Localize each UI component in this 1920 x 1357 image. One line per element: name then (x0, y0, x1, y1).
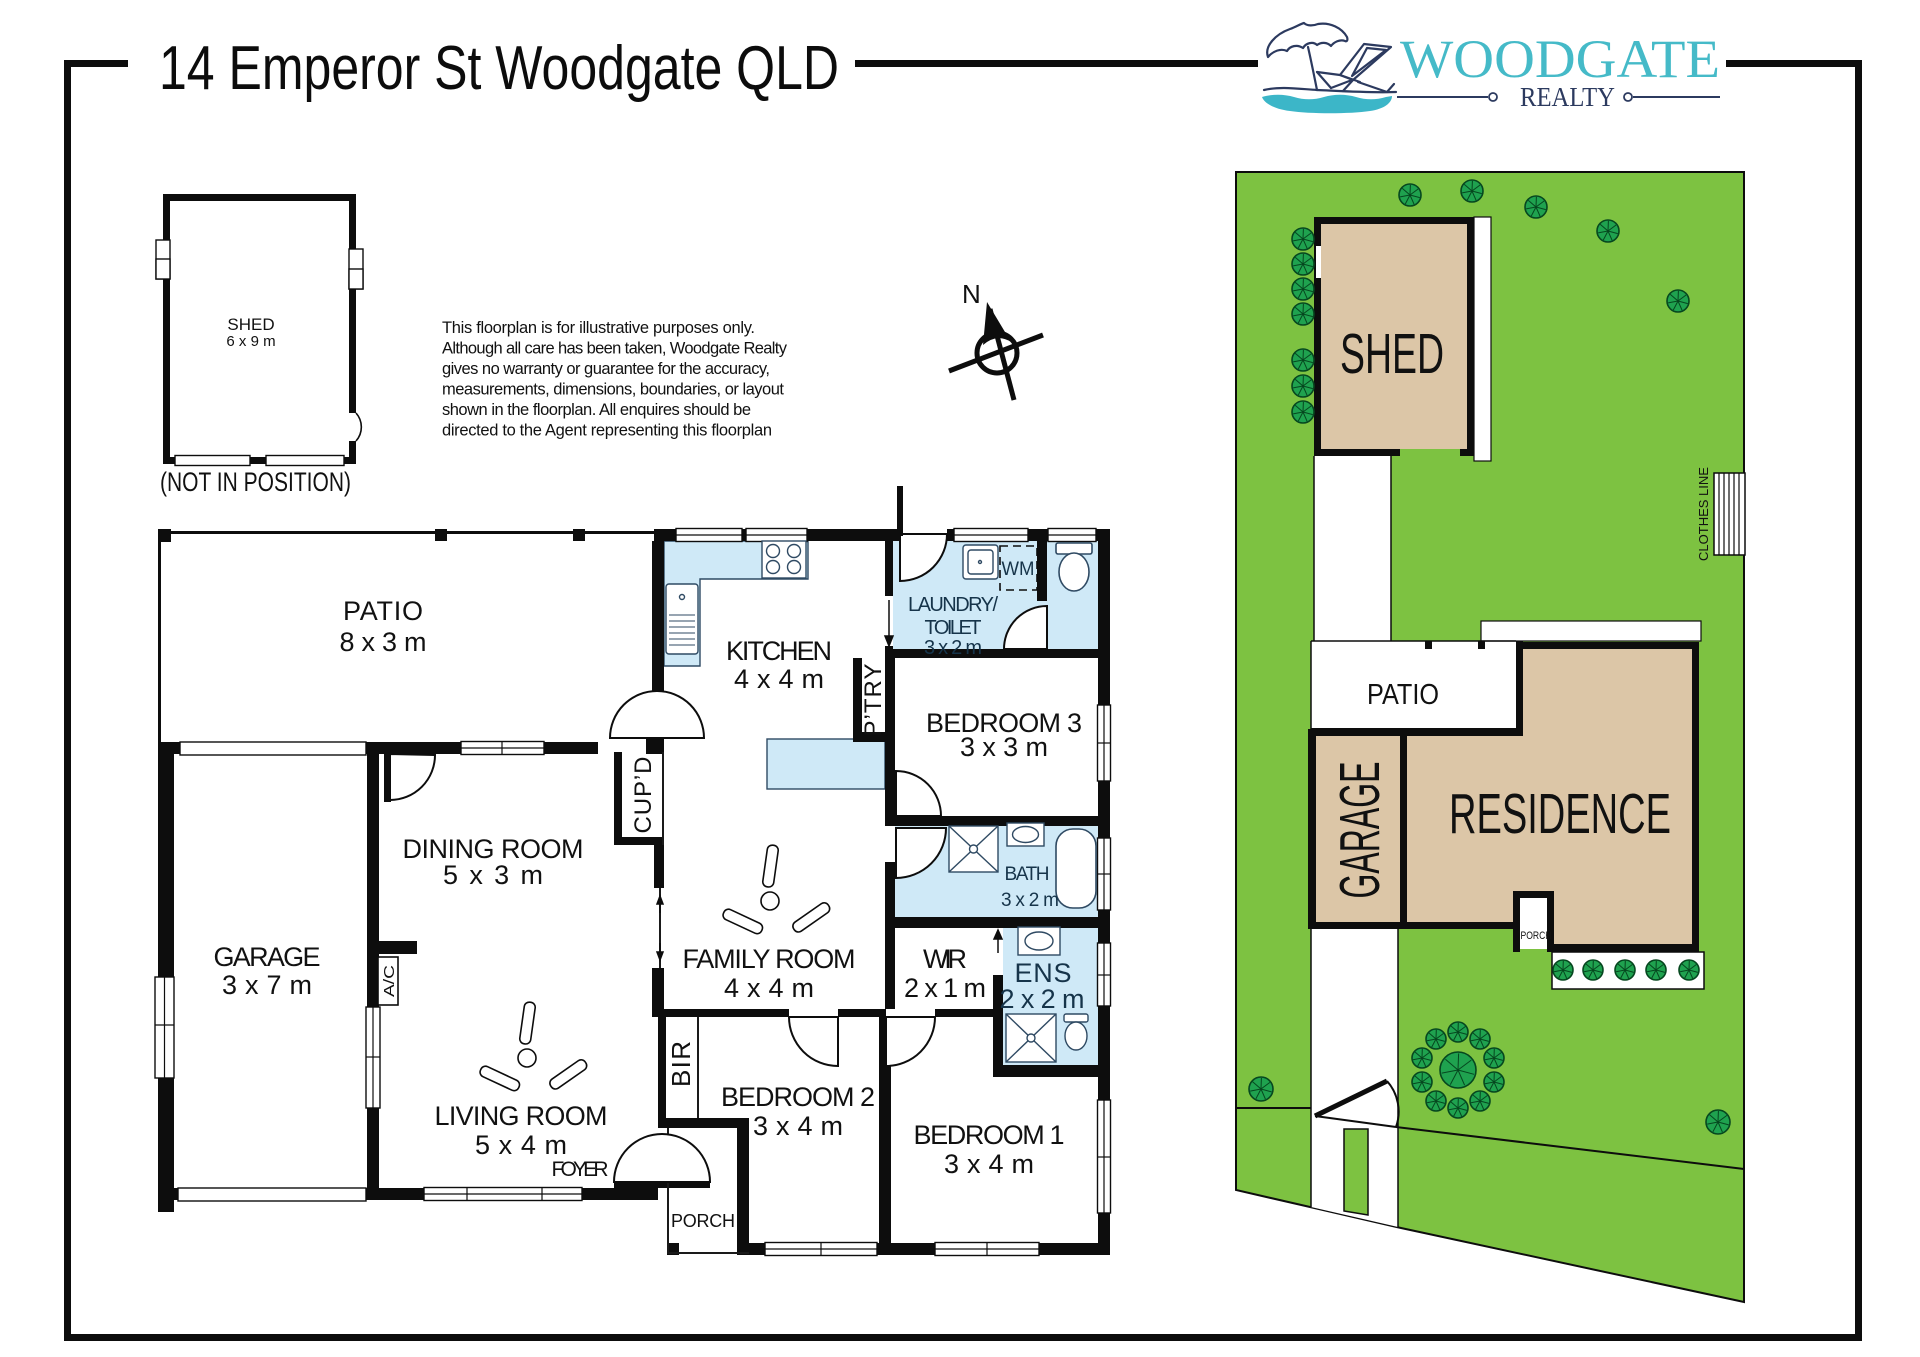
svg-text:A/C: A/C (381, 965, 398, 997)
svg-text:Although all care has been tak: Although all care has been taken, Woodga… (442, 340, 788, 358)
svg-text:6 x 9 m: 6 x 9 m (226, 333, 275, 350)
svg-text:DINING ROOM: DINING ROOM (403, 834, 584, 864)
svg-text:SHED: SHED (1340, 322, 1444, 386)
svg-text:TOILET: TOILET (925, 617, 982, 639)
svg-text:(NOT IN POSITION): (NOT IN POSITION) (160, 467, 351, 497)
svg-text:KITCHEN: KITCHEN (726, 636, 832, 666)
svg-text:WM: WM (1002, 559, 1035, 580)
svg-text:PORCH: PORCH (1521, 930, 1552, 942)
svg-text:BEDROOM 2: BEDROOM 2 (721, 1082, 875, 1112)
svg-text:GARAGE: GARAGE (214, 942, 321, 972)
svg-text:3 x 4 m: 3 x 4 m (944, 1149, 1034, 1179)
svg-text:LIVING ROOM: LIVING ROOM (435, 1101, 608, 1131)
svg-text:WOODGATE: WOODGATE (1400, 29, 1720, 89)
svg-text:3 x 2 m: 3 x 2 m (1001, 890, 1059, 911)
svg-text:CUP’D: CUP’D (630, 757, 657, 834)
svg-text:GARAGE: GARAGE (1328, 762, 1392, 899)
svg-text:N: N (962, 279, 981, 309)
svg-text:BATH: BATH (1005, 864, 1050, 885)
svg-text:measurements, dimensions, boun: measurements, dimensions, boundaries, or… (442, 381, 784, 399)
svg-text:2 x 1 m: 2 x 1 m (904, 973, 986, 1003)
svg-text:3 x 3 m: 3 x 3 m (960, 732, 1048, 762)
svg-text:PATIO: PATIO (343, 596, 423, 626)
svg-text:RESIDENCE: RESIDENCE (1449, 782, 1671, 846)
svg-text:4 x 4 m: 4 x 4 m (734, 664, 824, 694)
svg-text:5 x 4 m: 5 x 4 m (475, 1130, 567, 1160)
svg-text:SHED: SHED (227, 315, 274, 334)
svg-text:This floorplan is for illustra: This floorplan is for illustrative purpo… (442, 319, 755, 337)
svg-text:14 Emperor St Woodgate QLD: 14 Emperor St Woodgate QLD (159, 34, 839, 103)
svg-text:BEDROOM 3: BEDROOM 3 (926, 708, 1082, 738)
svg-text:3 x 2 m: 3 x 2 m (924, 637, 982, 659)
svg-text:BEDROOM 1: BEDROOM 1 (914, 1120, 1065, 1150)
svg-text:CLOTHES LINE: CLOTHES LINE (1696, 467, 1711, 561)
svg-text:4 x 4 m: 4 x 4 m (724, 973, 814, 1003)
svg-text:FAMILY ROOM: FAMILY ROOM (683, 944, 856, 974)
svg-text:BIR: BIR (666, 1041, 696, 1087)
svg-text:8 x 3 m: 8 x 3 m (340, 627, 427, 657)
svg-text:3 x 4 m: 3 x 4 m (753, 1111, 843, 1141)
svg-text:REALTY: REALTY (1520, 82, 1615, 112)
svg-text:WIR: WIR (923, 944, 967, 974)
svg-text:2 x 2 m: 2 x 2 m (1000, 984, 1085, 1014)
svg-text:FOYER: FOYER (552, 1158, 609, 1181)
svg-text:gives no warranty or guarantee: gives no warranty or guarantee for the a… (442, 360, 770, 378)
svg-text:shown in the floorplan. All en: shown in the floorplan. All enquires sho… (442, 401, 751, 419)
svg-text:PATIO: PATIO (1367, 679, 1439, 711)
svg-text:P’TRY: P’TRY (860, 664, 887, 737)
svg-text:directed to the Agent represen: directed to the Agent representing this … (442, 422, 772, 440)
svg-text:3 x 7 m: 3 x 7 m (222, 970, 312, 1000)
svg-text:LAUNDRY/: LAUNDRY/ (908, 594, 998, 616)
svg-text:ENS: ENS (1015, 958, 1072, 988)
svg-text:PORCH: PORCH (671, 1211, 735, 1231)
